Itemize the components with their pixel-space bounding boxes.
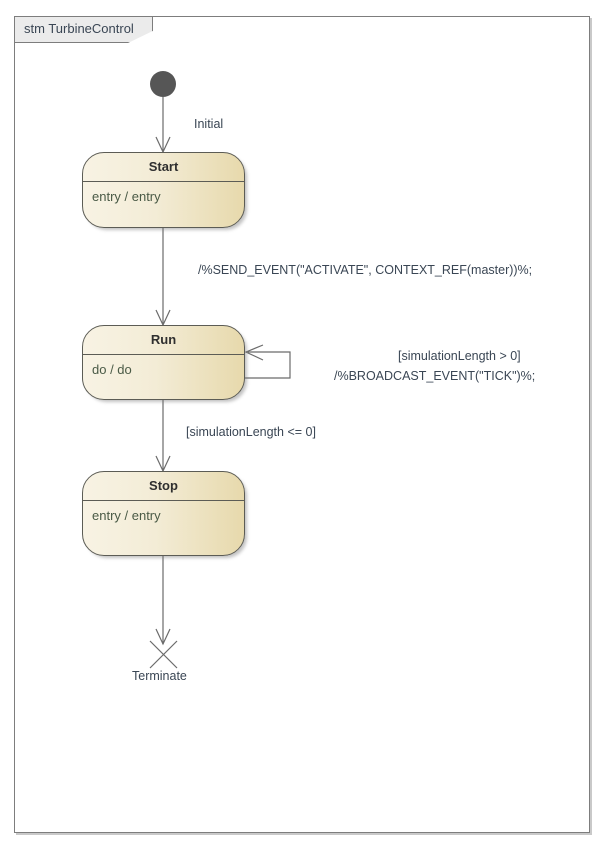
transition-effect-run-self-loop: /%BROADCAST_EVENT("TICK")%; [334, 369, 536, 383]
state-stop[interactable]: Stop entry / entry [82, 471, 245, 556]
state-start[interactable]: Start entry / entry [82, 152, 245, 228]
initial-pseudostate[interactable] [150, 71, 176, 97]
terminate-node-label: Terminate [132, 669, 187, 683]
frame-title-label: stm TurbineControl [24, 21, 134, 36]
state-run-body: do / do [92, 362, 132, 377]
initial-transition-label: Initial [194, 117, 224, 131]
transition-guard-run-to-stop: [simulationLength <= 0] [186, 425, 316, 439]
state-stop-title: Stop [83, 472, 244, 501]
state-run[interactable]: Run do / do [82, 325, 245, 400]
transition-label-start-to-run: /%SEND_EVENT("ACTIVATE", CONTEXT_REF(mas… [198, 263, 533, 277]
frame-title-tab [14, 16, 153, 43]
state-run-title: Run [83, 326, 244, 355]
state-start-title: Start [83, 153, 244, 182]
state-stop-body: entry / entry [92, 508, 161, 523]
state-start-body: entry / entry [92, 189, 161, 204]
transition-guard-run-self-loop: [simulationLength > 0] [398, 349, 521, 363]
